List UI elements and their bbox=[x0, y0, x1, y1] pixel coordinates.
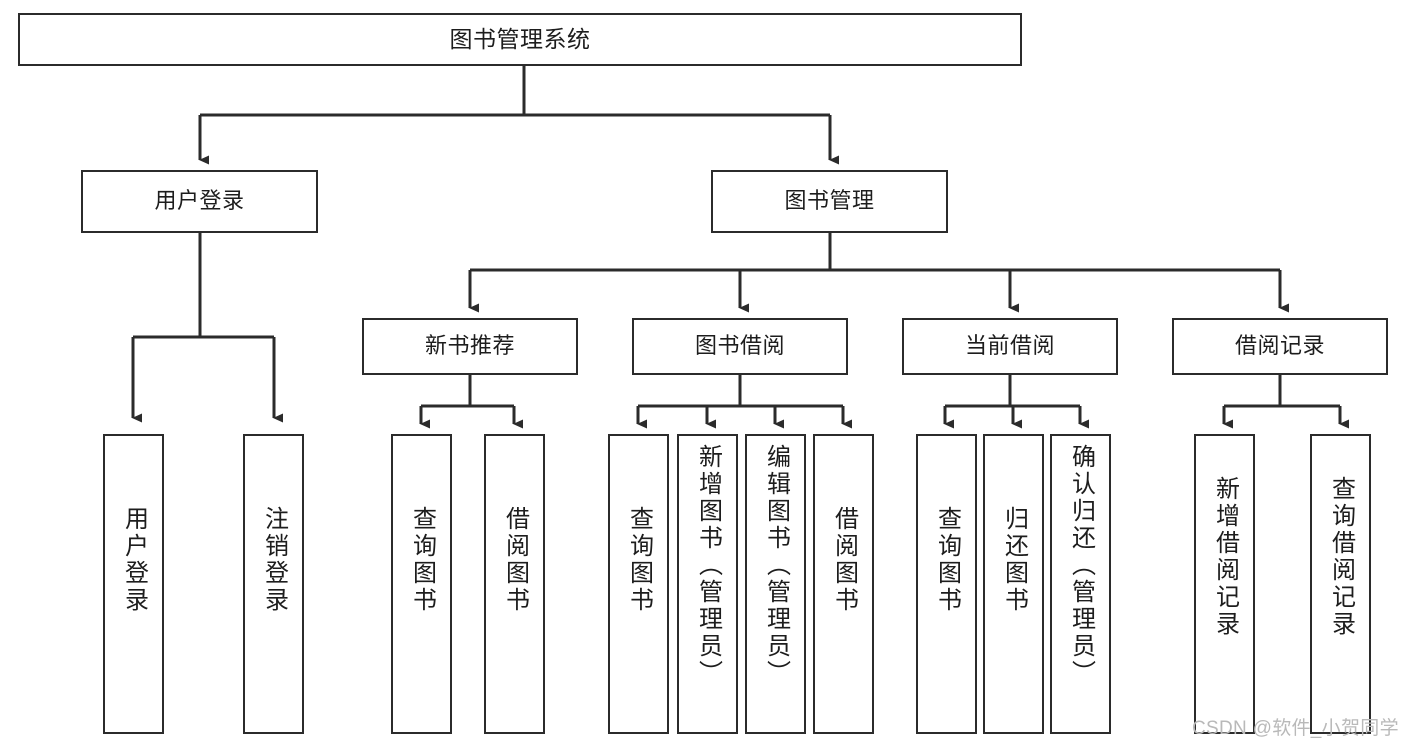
leaf-user-login[interactable]: 用户登录 bbox=[103, 434, 164, 734]
watermark: CSDN @软件_小贺同学 bbox=[1192, 718, 1399, 739]
leaf-edit-book-admin[interactable]: 编辑图书（管理员） bbox=[745, 434, 806, 734]
leaf-add-borrow-record[interactable]: 新增借阅记录 bbox=[1194, 434, 1255, 734]
node-current-borrowing[interactable]: 当前借阅 bbox=[902, 318, 1118, 375]
leaf-borrow-book-newbook-label: 借阅图书 bbox=[501, 506, 529, 614]
leaf-add-book-admin[interactable]: 新增图书（管理员） bbox=[677, 434, 738, 734]
leaf-query-borrow-record-label: 查询借阅记录 bbox=[1327, 476, 1355, 638]
leaf-return-book-label: 归还图书 bbox=[1000, 506, 1028, 614]
leaf-add-book-admin-label: 新增图书（管理员） bbox=[694, 444, 722, 687]
leaf-confirm-return-admin[interactable]: 确认归还（管理员） bbox=[1050, 434, 1111, 734]
leaf-borrow-book-borrowing[interactable]: 借阅图书 bbox=[813, 434, 874, 734]
leaf-add-borrow-record-label: 新增借阅记录 bbox=[1211, 476, 1239, 638]
leaf-query-book-newbook[interactable]: 查询图书 bbox=[391, 434, 452, 734]
leaf-borrow-book-borrowing-label: 借阅图书 bbox=[830, 506, 858, 614]
leaf-query-book-current-label: 查询图书 bbox=[933, 506, 961, 614]
leaf-logout[interactable]: 注销登录 bbox=[243, 434, 304, 734]
node-new-book-recommendation[interactable]: 新书推荐 bbox=[362, 318, 578, 375]
leaf-query-book-borrowing-label: 查询图书 bbox=[625, 506, 653, 614]
node-new-book-recommendation-label: 新书推荐 bbox=[424, 333, 515, 359]
node-root[interactable]: 图书管理系统 bbox=[18, 13, 1022, 66]
node-user-login-label: 用户登录 bbox=[154, 188, 245, 214]
leaf-query-book-borrowing[interactable]: 查询图书 bbox=[608, 434, 669, 734]
node-user-login[interactable]: 用户登录 bbox=[81, 170, 318, 233]
node-book-management[interactable]: 图书管理 bbox=[711, 170, 948, 233]
leaf-query-book-current[interactable]: 查询图书 bbox=[916, 434, 977, 734]
leaf-edit-book-admin-label: 编辑图书（管理员） bbox=[762, 444, 790, 687]
leaf-user-login-label: 用户登录 bbox=[120, 506, 148, 614]
leaf-query-book-newbook-label: 查询图书 bbox=[408, 506, 436, 614]
leaf-logout-label: 注销登录 bbox=[260, 506, 288, 614]
node-book-borrowing-label: 图书借阅 bbox=[694, 333, 785, 359]
node-borrowing-record[interactable]: 借阅记录 bbox=[1172, 318, 1388, 375]
node-root-label: 图书管理系统 bbox=[449, 25, 591, 52]
node-book-borrowing[interactable]: 图书借阅 bbox=[632, 318, 848, 375]
node-book-management-label: 图书管理 bbox=[784, 188, 875, 214]
leaf-borrow-book-newbook[interactable]: 借阅图书 bbox=[484, 434, 545, 734]
leaf-return-book[interactable]: 归还图书 bbox=[983, 434, 1044, 734]
leaf-confirm-return-admin-label: 确认归还（管理员） bbox=[1067, 444, 1095, 687]
node-current-borrowing-label: 当前借阅 bbox=[964, 333, 1055, 359]
node-borrowing-record-label: 借阅记录 bbox=[1234, 333, 1325, 359]
leaf-query-borrow-record[interactable]: 查询借阅记录 bbox=[1310, 434, 1371, 734]
